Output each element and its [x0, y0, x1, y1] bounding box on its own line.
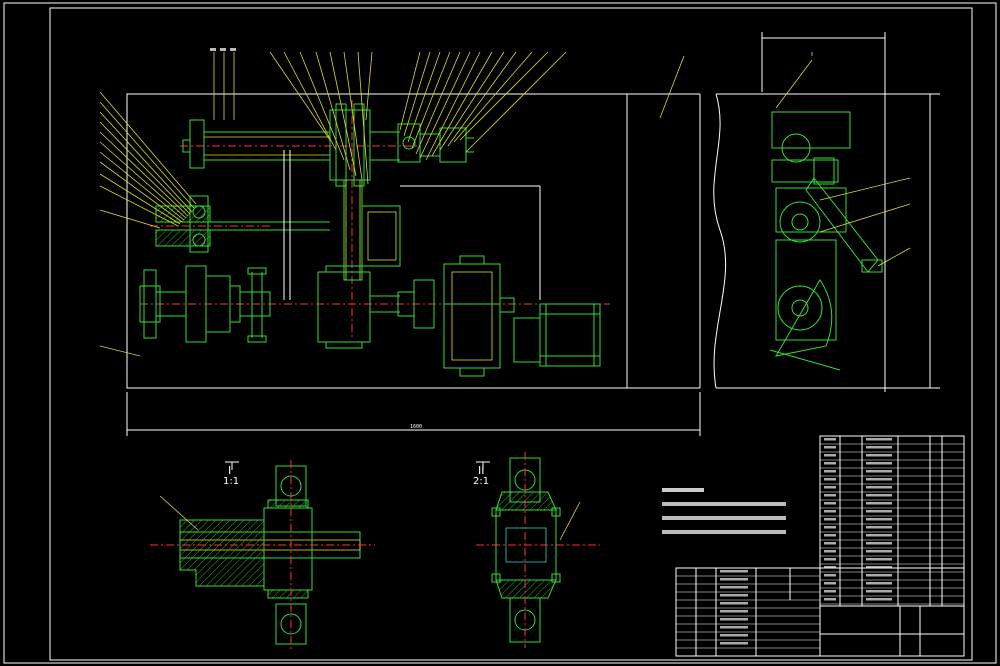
bearing-icon: [402, 136, 416, 150]
parts-row-cell: [866, 462, 892, 465]
title-row-cell: [720, 570, 748, 573]
title-row-cell: [720, 578, 748, 581]
parts-row-cell: [824, 590, 836, 593]
section-2-scale: 2:1: [473, 476, 490, 487]
parts-row-cell: [866, 494, 892, 497]
parts-row-cell: [824, 478, 836, 481]
inner-frame: [49, 7, 973, 661]
parts-row-cell: [866, 510, 892, 513]
parts-list-rows: [820, 438, 964, 605]
parts-row-cell: [866, 582, 892, 585]
parts-row-cell: [824, 558, 836, 561]
parts-row-cell: [824, 510, 836, 513]
section-1-label: I: [228, 464, 232, 477]
outer-frame: [3, 2, 997, 664]
parts-row-cell: [824, 438, 836, 441]
title-row-cell: [720, 586, 748, 589]
parts-row-cell: [824, 582, 836, 585]
parts-row-cell: [866, 590, 892, 593]
title-row-cell: [720, 626, 748, 629]
parts-row-cell: [866, 478, 892, 481]
parts-row-cell: [824, 462, 836, 465]
parts-row-cell: [824, 518, 836, 521]
parts-row-cell: [866, 534, 892, 537]
parts-row-cell: [866, 558, 892, 561]
main-plan-view: 1600: [99, 48, 701, 436]
parts-row-cell: [824, 598, 836, 601]
technical-notes: [662, 488, 786, 534]
section-i-view: [150, 460, 375, 650]
parts-row-cell: [866, 446, 892, 449]
parts-row-cell: [866, 566, 892, 569]
parts-row-cell: [866, 438, 892, 441]
parts-list-table: [819, 435, 965, 607]
svg-text:1600: 1600: [410, 424, 422, 430]
parts-row-cell: [866, 486, 892, 489]
parts-row-cell: [866, 518, 892, 521]
title-row-cell: [720, 602, 748, 605]
parts-row-cell: [866, 526, 892, 529]
parts-row-cell: [824, 550, 836, 553]
motor-icon: [539, 303, 601, 367]
section-1-scale: 1:1: [223, 476, 240, 487]
title-row-cell: [720, 642, 748, 645]
parts-row-cell: [824, 566, 836, 569]
title-row-cell: [720, 610, 748, 613]
section-ii-view: [476, 452, 600, 648]
parts-row-cell: [824, 494, 836, 497]
parts-row-cell: [824, 446, 836, 449]
title-block-rows: [676, 570, 820, 649]
parts-row-cell: [866, 470, 892, 473]
parts-row-cell: [824, 526, 836, 529]
parts-row-cell: [866, 574, 892, 577]
parts-row-cell: [866, 502, 892, 505]
parts-row-cell: [866, 598, 892, 601]
side-elevation-view: [713, 32, 940, 392]
title-row-cell: [720, 594, 748, 597]
parts-row-cell: [866, 550, 892, 553]
parts-row-cell: [824, 542, 836, 545]
title-block: [675, 567, 965, 657]
parts-row-cell: [866, 542, 892, 545]
parts-row-cell: [866, 454, 892, 457]
parts-row-cell: [824, 486, 836, 489]
gear-icon: [779, 201, 821, 243]
parts-row-cell: [824, 454, 836, 457]
parts-row-cell: [824, 574, 836, 577]
title-row-cell: [720, 618, 748, 621]
title-row-cell: [720, 634, 748, 637]
section-2-label: II: [478, 464, 485, 477]
parts-row-cell: [824, 502, 836, 505]
parts-row-cell: [824, 534, 836, 537]
gear-icon: [317, 271, 371, 343]
parts-row-cell: [824, 470, 836, 473]
